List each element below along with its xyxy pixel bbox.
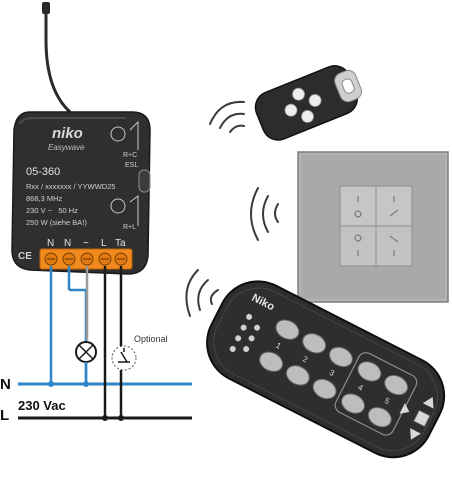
channel-indicators: [229, 313, 261, 353]
remote-button-ch5-up[interactable]: [381, 372, 411, 399]
keyfob-button-left[interactable]: [283, 102, 299, 118]
wave-arc: [274, 203, 279, 223]
remote-button-ch4-down[interactable]: [338, 390, 368, 417]
remote-dpad: [399, 394, 438, 442]
wave-arc: [250, 187, 259, 241]
voltage-label: 230 Vac: [18, 398, 66, 413]
dpad-down-icon[interactable]: [406, 428, 421, 442]
channel-led: [229, 345, 236, 352]
dim-down-icon: [389, 235, 399, 243]
channel-led: [235, 335, 242, 342]
keyfob-button-top[interactable]: [291, 86, 307, 102]
module-voltage: 230 V ~ 50 Hz: [26, 206, 78, 215]
line-label: L: [0, 407, 9, 424]
learn-button-bottom-icon: [110, 198, 126, 214]
remote-button-ch5-down[interactable]: [365, 404, 395, 431]
load-neutral-return: [69, 288, 88, 384]
neutral-label: N: [0, 376, 11, 393]
terminal-label-n1: N: [47, 238, 54, 249]
module-frequency: 868,3 MHz: [26, 194, 63, 203]
remote-button-ch4-up[interactable]: [355, 358, 385, 385]
wave-arc: [185, 269, 199, 317]
wall-switch-rocker-right-bottom[interactable]: [377, 227, 411, 265]
remote-button-ch3-down[interactable]: [310, 376, 340, 403]
wall-switch-rocker-left-bottom[interactable]: [341, 227, 375, 265]
module-serial: Rxx / xxxxxxx / YYWWD25: [26, 182, 115, 191]
wall-switch-rocker-left-top[interactable]: [341, 187, 375, 225]
module-power: 250 W (siehe BA!): [26, 218, 87, 227]
program-button[interactable]: [138, 169, 151, 193]
wiring-diagram: Optional N L 230 Vac: [0, 266, 192, 424]
module-body-highlight: [19, 117, 126, 125]
module-sub-brand: Easywave: [48, 143, 85, 152]
wave-arc: [262, 195, 269, 233]
handheld-remote: Niko 1 2 3 4: [206, 280, 446, 459]
pushbutton-icon: [118, 348, 130, 363]
channel-led: [246, 313, 253, 320]
keyfob-button-bottom[interactable]: [300, 109, 316, 125]
terminal-screws: [44, 252, 128, 266]
radio-waves: [185, 100, 279, 317]
antenna-wire: [44, 8, 72, 114]
remote-channel-2: 2: [301, 354, 310, 364]
dpad-center-button[interactable]: [413, 409, 431, 427]
optional-switch-outline: [111, 345, 137, 371]
power-symbol-icon: [354, 234, 362, 242]
channel-led: [243, 346, 250, 353]
terminal-label-n2: N: [64, 238, 71, 249]
channel-led: [248, 335, 255, 342]
line-junction: [118, 415, 124, 421]
keyfob-button-right[interactable]: [307, 93, 323, 109]
remote-channel-1: 1: [274, 341, 283, 351]
power-symbol-icon: [354, 210, 362, 218]
receiver-module: niko Easywave 05-360 Rxx / xxxxxxx / YYW…: [11, 111, 151, 275]
wave-arc: [197, 279, 209, 311]
neutral-junction: [48, 381, 54, 387]
module-model: 05-360: [26, 166, 60, 178]
terminal-label-load: ~: [83, 238, 89, 249]
load-curve-top-icon: [129, 120, 139, 150]
terminal-label-ta: Ta: [115, 238, 126, 249]
keyfob-remote: [254, 65, 363, 141]
button-rl-label: R+L: [123, 224, 136, 231]
learn-button-top-icon: [110, 126, 126, 142]
terminal-label-l: L: [101, 238, 107, 249]
button-rc-label: R+C: [123, 152, 137, 159]
channel-led: [240, 324, 247, 331]
remote-channel-5: 5: [383, 396, 392, 406]
remote-button-ch1-down[interactable]: [256, 348, 286, 375]
remote-button-pairs: 1 2 3 4 5: [256, 316, 418, 436]
remote-button-ch1-up[interactable]: [273, 316, 303, 343]
dim-up-icon: [389, 209, 399, 217]
optional-label: Optional: [134, 334, 168, 344]
dpad-up-icon[interactable]: [422, 394, 438, 409]
remote-button-ch2-down[interactable]: [283, 362, 313, 389]
dpad-left-icon[interactable]: [399, 403, 413, 417]
wave-arc: [209, 289, 219, 305]
line-junction: [102, 415, 108, 421]
remote-button-ch3-up[interactable]: [326, 343, 356, 370]
channel-led: [254, 324, 261, 331]
module-body: [11, 111, 151, 275]
wave-arc: [229, 124, 245, 133]
wave-arc: [209, 100, 245, 125]
module-brand: niko: [52, 125, 83, 142]
ce-mark: CE: [18, 251, 32, 262]
remote-channel-3: 3: [328, 368, 337, 378]
antenna-tip: [42, 2, 50, 14]
load-curve-bottom-icon: [129, 195, 139, 226]
remote-channel-4: 4: [356, 383, 365, 393]
wall-switch-rocker-right-top[interactable]: [377, 187, 411, 225]
wave-arc: [219, 112, 245, 129]
button-esl-label: ESL: [125, 162, 138, 169]
wall-switch: [297, 151, 449, 303]
remote-button-ch2-up[interactable]: [299, 330, 329, 357]
